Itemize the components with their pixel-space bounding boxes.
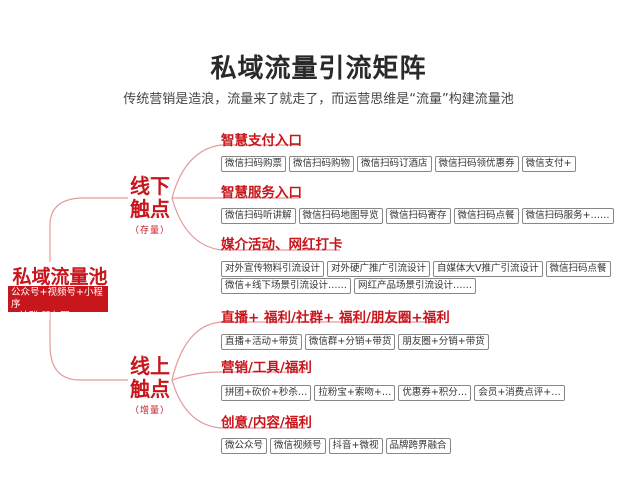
tag-chip: 微公众号 <box>221 438 268 454</box>
branch-offline: 线下 触点 （存量） <box>130 175 170 238</box>
tag-chip: 抖音+微视 <box>328 438 383 454</box>
category-title: 智慧支付入口 <box>221 133 302 149</box>
tag-chip: 微信扫码点餐 <box>545 261 611 277</box>
tag-chip: 微信支付+ <box>521 156 576 172</box>
tag-row: 拼团+砍价+秒杀…拉粉宝+索吻+…优惠券+积分…会员+消费点评+… <box>221 380 568 401</box>
branch-tag: （增量） <box>130 406 171 416</box>
category-title: 直播+ 福利/社群+ 福利/朋友圈+福利 <box>221 310 450 326</box>
category-title: 营销/工具/福利 <box>221 360 312 376</box>
tag-chip: 直播+活动+带货 <box>221 334 302 350</box>
page-subtitle: 传统营销是造浪，流量来了就走了，而运营思维是“流量”构建流量池 <box>123 92 514 107</box>
tag-chip: 微信扫码寄存 <box>385 208 451 224</box>
root-node-description: 公众号+视频号+小程序 +社群/朋友圈 <box>8 286 108 322</box>
tag-chip: 对外宣传物料引流设计 <box>221 261 325 277</box>
tag-row: 直播+活动+带货微信群+分销+带货朋友圈+分销+带货 <box>221 329 492 350</box>
root-line: +社群/朋友圈 <box>11 311 70 322</box>
tag-chip: 微信扫码领优惠券 <box>434 156 519 172</box>
tag-row: 微信扫码购票微信扫码购物微信扫码订酒店微信扫码领优惠券微信支付+ <box>221 151 579 172</box>
tag-chip: 微信扫码点餐 <box>453 208 519 224</box>
tag-chip: 微信扫码听讲解 <box>221 208 296 224</box>
page-title: 私域流量引流矩阵 <box>210 54 427 84</box>
tag-chip: 微信扫码地图导览 <box>298 208 383 224</box>
tag-chip: 优惠券+积分… <box>398 385 472 401</box>
category-title: 媒介活动、网红打卡 <box>221 237 343 253</box>
tag-chip: 品牌跨界融合 <box>385 438 451 454</box>
category-title: 创意/内容/福利 <box>221 415 312 431</box>
tag-chip: 拼团+砍价+秒杀… <box>221 385 312 401</box>
branch-label: 线上 <box>130 354 170 378</box>
tag-chip: 微信群+分销+带货 <box>304 334 396 350</box>
tag-chip: 微信扫码服务+…… <box>521 208 614 224</box>
tag-chip: 微信+线下场景引流设计…… <box>221 278 351 294</box>
tag-row: 对外宣传物料引流设计对外硬广推广引流设计自媒体大V推广引流设计微信扫码点餐 <box>221 256 614 277</box>
branch-online: 线上 触点 （增量） <box>130 355 170 418</box>
branch-label: 触点 <box>130 377 170 401</box>
branch-label: 触点 <box>130 197 170 221</box>
tag-chip: 对外硬广推广引流设计 <box>327 261 431 277</box>
tag-row: 微信扫码听讲解微信扫码地图导览微信扫码寄存微信扫码点餐微信扫码服务+…… <box>221 203 617 224</box>
tag-row: 微公众号微信视频号抖音+微视品牌跨界融合 <box>221 433 454 454</box>
tag-chip: 微信扫码购票 <box>221 156 287 172</box>
root-node-title: 私域流量池 <box>12 266 108 288</box>
tag-chip: 自媒体大V推广引流设计 <box>433 261 543 277</box>
tag-chip: 朋友圈+分销+带货 <box>398 334 489 350</box>
tag-chip: 网红产品场景引流设计…… <box>353 278 476 294</box>
branch-label: 线下 <box>130 174 170 198</box>
tag-chip: 微信视频号 <box>270 438 326 454</box>
tag-chip: 微信扫码购物 <box>289 156 355 172</box>
tag-chip: 微信扫码订酒店 <box>357 156 432 172</box>
tag-chip: 拉粉宝+索吻+… <box>314 385 396 401</box>
tag-chip: 会员+消费点评+… <box>474 385 565 401</box>
tag-row: 微信+线下场景引流设计……网红产品场景引流设计…… <box>221 273 479 294</box>
branch-tag: （存量） <box>130 226 171 236</box>
root-line: 公众号+视频号+小程序 <box>11 287 103 310</box>
category-title: 智慧服务入口 <box>221 185 302 201</box>
